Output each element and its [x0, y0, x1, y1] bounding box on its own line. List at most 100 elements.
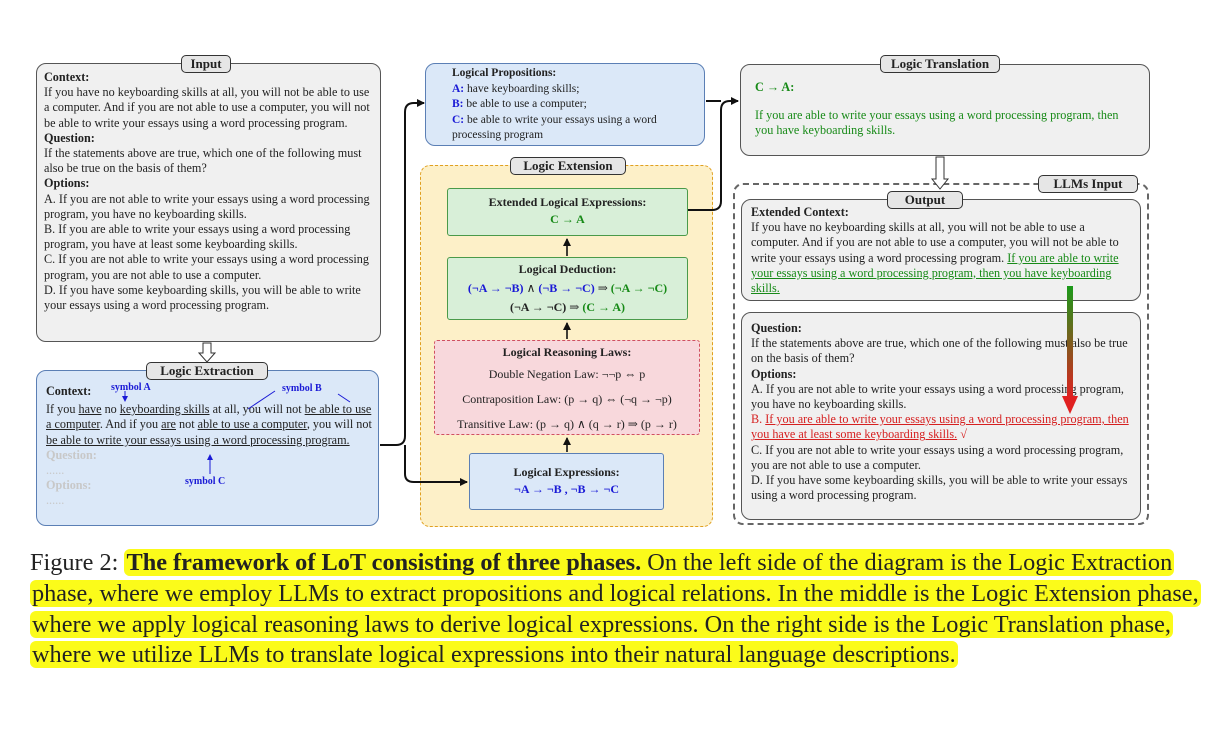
deduction-op-1: ∧: [523, 281, 539, 295]
extended-context-text: If you have no keyboarding skills at all…: [751, 220, 1119, 265]
extraction-context-label: Context:: [46, 384, 92, 398]
logic-extraction-content: Context: symbol A symbol B If you have n…: [46, 382, 376, 509]
extended-expr: C → A: [550, 212, 585, 226]
propositions-title: Logical Propositions:: [452, 67, 557, 79]
caption-highlight: The framework of LoT consisting of three…: [30, 549, 1201, 669]
deduction-term-3: (¬A → ¬C): [610, 281, 668, 295]
extended-context-box: [741, 199, 1141, 301]
expressions-title: Logical Expressions:: [513, 465, 620, 479]
ext-t5: at all, you will not: [209, 402, 305, 417]
translation-text: If you are able to write your essays usi…: [755, 108, 1119, 137]
input-title: Input: [181, 55, 231, 73]
llm-options-label: Options:: [751, 366, 797, 381]
caption-bold: The framework of LoT consisting of three…: [126, 549, 642, 576]
deduction-title: Logical Deduction:: [518, 262, 617, 276]
logical-deduction-box: Logical Deduction: (¬A → ¬B) ∧ (¬B → ¬C)…: [447, 257, 688, 320]
output-title: Output: [887, 191, 963, 209]
logical-expressions-box: Logical Expressions: ¬A → ¬B , ¬B → ¬C: [469, 453, 664, 510]
llm-option-b-text: If you are able to write your essays usi…: [751, 412, 1129, 442]
extended-context-label: Extended Context:: [751, 205, 849, 219]
symbol-b-label: symbol B: [282, 383, 322, 394]
input-question-label: Question:: [44, 130, 95, 145]
extended-context-content: Extended Context: If you have no keyboar…: [751, 205, 1133, 296]
law-contraposition: Contraposition Law: (p → q) ⇔ (¬q → ¬p): [462, 392, 672, 406]
proposition-c-key: C:: [452, 113, 465, 126]
input-option-b: B. If you are able to write your essays …: [44, 222, 351, 252]
extraction-context-text: If you have no keyboarding skills at all…: [46, 402, 376, 448]
input-options-label: Options:: [44, 176, 90, 191]
extended-to-propositions-line: [688, 97, 739, 211]
input-content: Context: If you have no keyboarding skil…: [44, 70, 376, 313]
logic-extraction-title: Logic Extraction: [146, 362, 268, 380]
question-content: Question: If the statements above are tr…: [751, 321, 1133, 503]
expressions-expr: ¬A → ¬B , ¬B → ¬C: [513, 482, 620, 496]
llm-question-text: If the statements above are true, which …: [751, 336, 1128, 366]
symbol-b-pointer-right: [337, 393, 351, 403]
input-context-text: If you have no keyboarding skills at all…: [44, 85, 370, 130]
input-option-d: D. If you have some keyboarding skills, …: [44, 282, 361, 313]
proposition-b: B: be able to use a computer;: [452, 97, 702, 113]
deduction-op-3: ⇒: [566, 300, 583, 314]
extended-expressions-box: Extended Logical Expressions: C → A: [447, 188, 688, 236]
proposition-c: C: be able to write your essays using a …: [452, 113, 702, 144]
deduction-term-5: (C → A): [582, 300, 626, 314]
extraction-to-expressions-line: [404, 445, 468, 486]
extraction-options-label: Options:: [46, 478, 92, 493]
llm-option-b: B. If you are able to write your essays …: [751, 412, 1133, 442]
input-option-c: C. If you are not able to write your ess…: [44, 252, 369, 282]
llm-option-a: A. If you are not able to write your ess…: [751, 381, 1124, 412]
deduction-term-4: (¬A → ¬C): [509, 300, 567, 314]
proposition-a: A: have keyboarding skills;: [452, 82, 702, 98]
laws-title: Logical Reasoning Laws:: [502, 345, 632, 359]
extraction-options-dots: ......: [46, 493, 65, 508]
logic-translation-title: Logic Translation: [880, 55, 1000, 73]
translation-to-output-arrow: [930, 156, 950, 190]
logical-propositions-box: [425, 63, 705, 146]
deduction-term-2: (¬B → ¬C): [538, 281, 595, 295]
extraction-branch-line: [380, 99, 425, 446]
extraction-question-label: Question:: [46, 447, 97, 462]
ext-t9: not: [175, 417, 198, 432]
input-box: [36, 63, 381, 342]
logical-propositions-content: Logical Propositions: A: have keyboardin…: [452, 66, 702, 144]
proposition-a-key: A:: [452, 82, 465, 95]
input-to-extraction-arrow: [197, 342, 217, 363]
input-question-text: If the statements above are true, which …: [44, 146, 362, 176]
llm-option-c: C. If you are not able to write your ess…: [751, 442, 1124, 472]
llm-option-d: D. If you have some keyboarding skills, …: [751, 473, 1128, 503]
deduction-line-1: (¬A → ¬B) ∧ (¬B → ¬C) ⇒ (¬A → ¬C): [448, 279, 687, 298]
llms-input-title: LLMs Input: [1038, 175, 1138, 193]
ext-t2: have: [78, 402, 102, 417]
ext-t1: If you: [46, 402, 79, 417]
proposition-b-key: B:: [452, 98, 464, 110]
ext-t4: keyboarding skills: [119, 402, 210, 417]
symbol-a-label: symbol A: [111, 382, 151, 393]
llm-option-b-check: √: [957, 427, 967, 442]
extended-context-added: If you are able to write your essays usi…: [751, 250, 1119, 296]
ext-t6: be able to use a computer: [46, 402, 372, 432]
extraction-question-dots: ......: [46, 463, 65, 478]
proposition-c-text: be able to write your essays using a wor…: [452, 113, 657, 142]
deduction-op-2: ⇒: [594, 281, 611, 295]
law-double-negation: Double Negation Law: ¬¬p ⇔ p: [488, 367, 646, 381]
reasoning-laws-box: Logical Reasoning Laws: Double Negation …: [434, 340, 700, 435]
logic-extension-title: Logic Extension: [510, 157, 626, 175]
gradient-arrow-head: [1062, 396, 1078, 414]
ext-t11: , you will not: [306, 417, 372, 432]
input-context-label: Context:: [44, 70, 90, 84]
llm-option-b-prefix: B.: [751, 412, 766, 427]
llm-question-label: Question:: [751, 321, 802, 335]
proposition-b-text: be able to use a computer;: [463, 98, 587, 110]
law-transitive: Transitive Law: (p → q) ∧ (q → r) ⇒ (p →…: [457, 417, 677, 431]
translation-expr: C → A:: [755, 80, 795, 94]
logic-translation-content: C → A: If you are able to write your ess…: [755, 80, 1135, 138]
proposition-a-text: have keyboarding skills;: [464, 82, 580, 95]
figure-caption: Figure 2: The framework of LoT consistin…: [30, 548, 1201, 671]
ext-t3: no: [101, 402, 120, 417]
ext-t7: . And if you: [99, 417, 162, 432]
caption-prefix: Figure 2:: [30, 549, 125, 576]
caption-rest: On the left side of the diagram is the L…: [32, 549, 1199, 669]
deduction-line-2: (¬A → ¬C) ⇒ (C → A): [448, 298, 687, 317]
input-option-a: A. If you are not able to write your ess…: [44, 191, 370, 221]
